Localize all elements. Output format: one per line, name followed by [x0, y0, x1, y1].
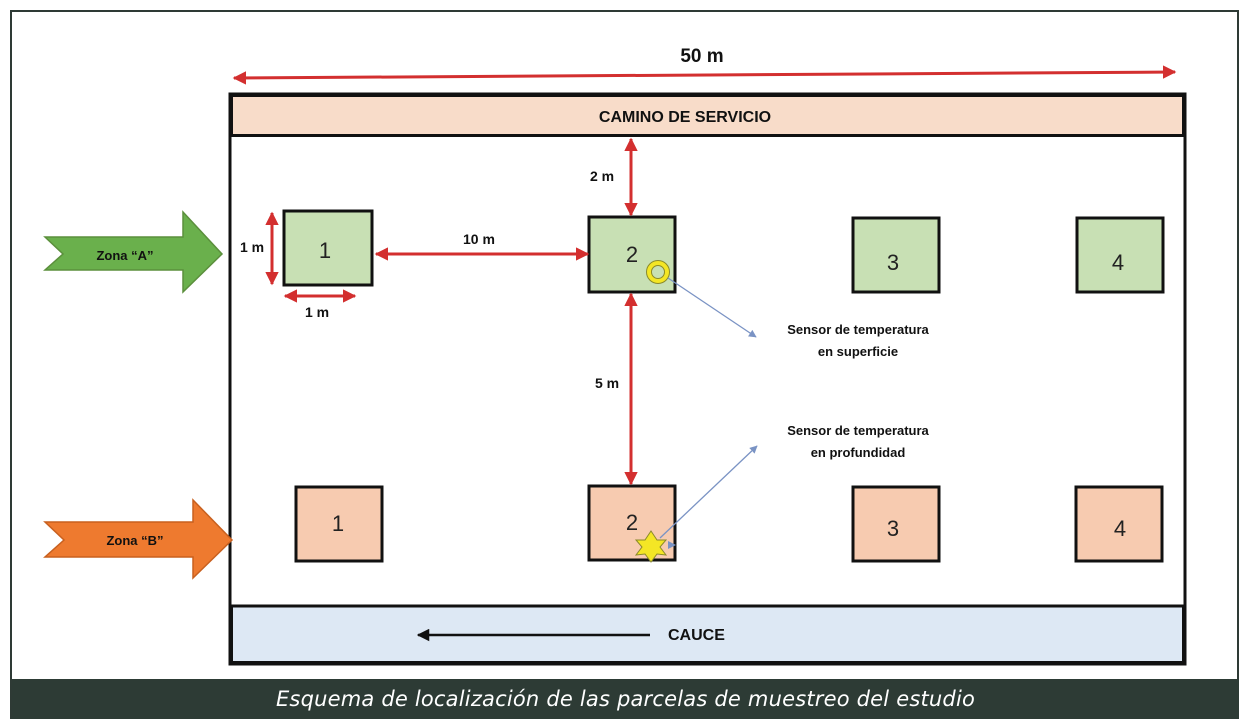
yellow-star-icon: [634, 530, 668, 563]
plot-spacing-label: 10 m: [463, 231, 495, 247]
zone-distance-label: 5 m: [595, 375, 619, 391]
service-road: CAMINO DE SERVICIO: [230, 94, 1185, 137]
zone-a-plots: 1 2 3 4: [282, 209, 1165, 294]
yellow-ring-icon: [646, 260, 670, 284]
zone-b-plots: 1 2 3 4: [294, 484, 1164, 563]
surface-sensor-label-line1: Sensor de temperatura: [787, 322, 929, 337]
plot-number: 4: [1114, 516, 1126, 541]
depth-sensor-label-line2: en profundidad: [811, 445, 906, 460]
plot-width-label: 1 m: [305, 304, 329, 320]
depth-sensor-pointer: [659, 445, 758, 539]
plot-number: 4: [1112, 250, 1124, 275]
zone-a-plot-1: 1: [282, 209, 374, 287]
plot-number: 2: [626, 242, 638, 267]
river-label: CAUCE: [668, 627, 725, 644]
zone-b-arrow: Zona “B”: [43, 498, 234, 580]
river-channel: CAUCE: [230, 604, 1185, 664]
zone-a-label: Zona “A”: [96, 248, 153, 263]
zone-b-plot-1: 1: [294, 485, 384, 563]
surface-sensor-label-line2: en superficie: [818, 344, 898, 359]
plot-number: 3: [887, 516, 899, 541]
plot-number: 2: [626, 510, 638, 535]
zone-a-plot-4: 4: [1075, 216, 1165, 294]
zone-b-label: Zona “B”: [106, 533, 163, 548]
zone-b-plot-4: 4: [1074, 485, 1164, 563]
width-dimension-arrow: [232, 65, 1177, 85]
depth-sensor-pointer-tail: [668, 541, 676, 549]
zone-b-plot-2: 2: [587, 484, 677, 562]
study-area-outline: [228, 92, 1187, 666]
zone-a-arrow: Zona “A”: [43, 210, 224, 294]
zone-a-plot-3: 3: [851, 216, 941, 294]
depth-sensor-label-line1: Sensor de temperatura: [787, 423, 929, 438]
figure-caption: Esquema de localización de las parcelas …: [12, 679, 1239, 719]
surface-sensor-pointer: [667, 277, 757, 338]
plot-number: 3: [887, 250, 899, 275]
plot-number: 1: [332, 511, 344, 536]
service-road-label: CAMINO DE SERVICIO: [599, 109, 771, 126]
plot-height-label: 1 m: [240, 239, 264, 255]
road-distance-label: 2 m: [590, 168, 614, 184]
zone-b-plot-3: 3: [851, 485, 941, 563]
plot-number: 1: [319, 238, 331, 263]
width-dimension-label: 50 m: [680, 46, 723, 67]
